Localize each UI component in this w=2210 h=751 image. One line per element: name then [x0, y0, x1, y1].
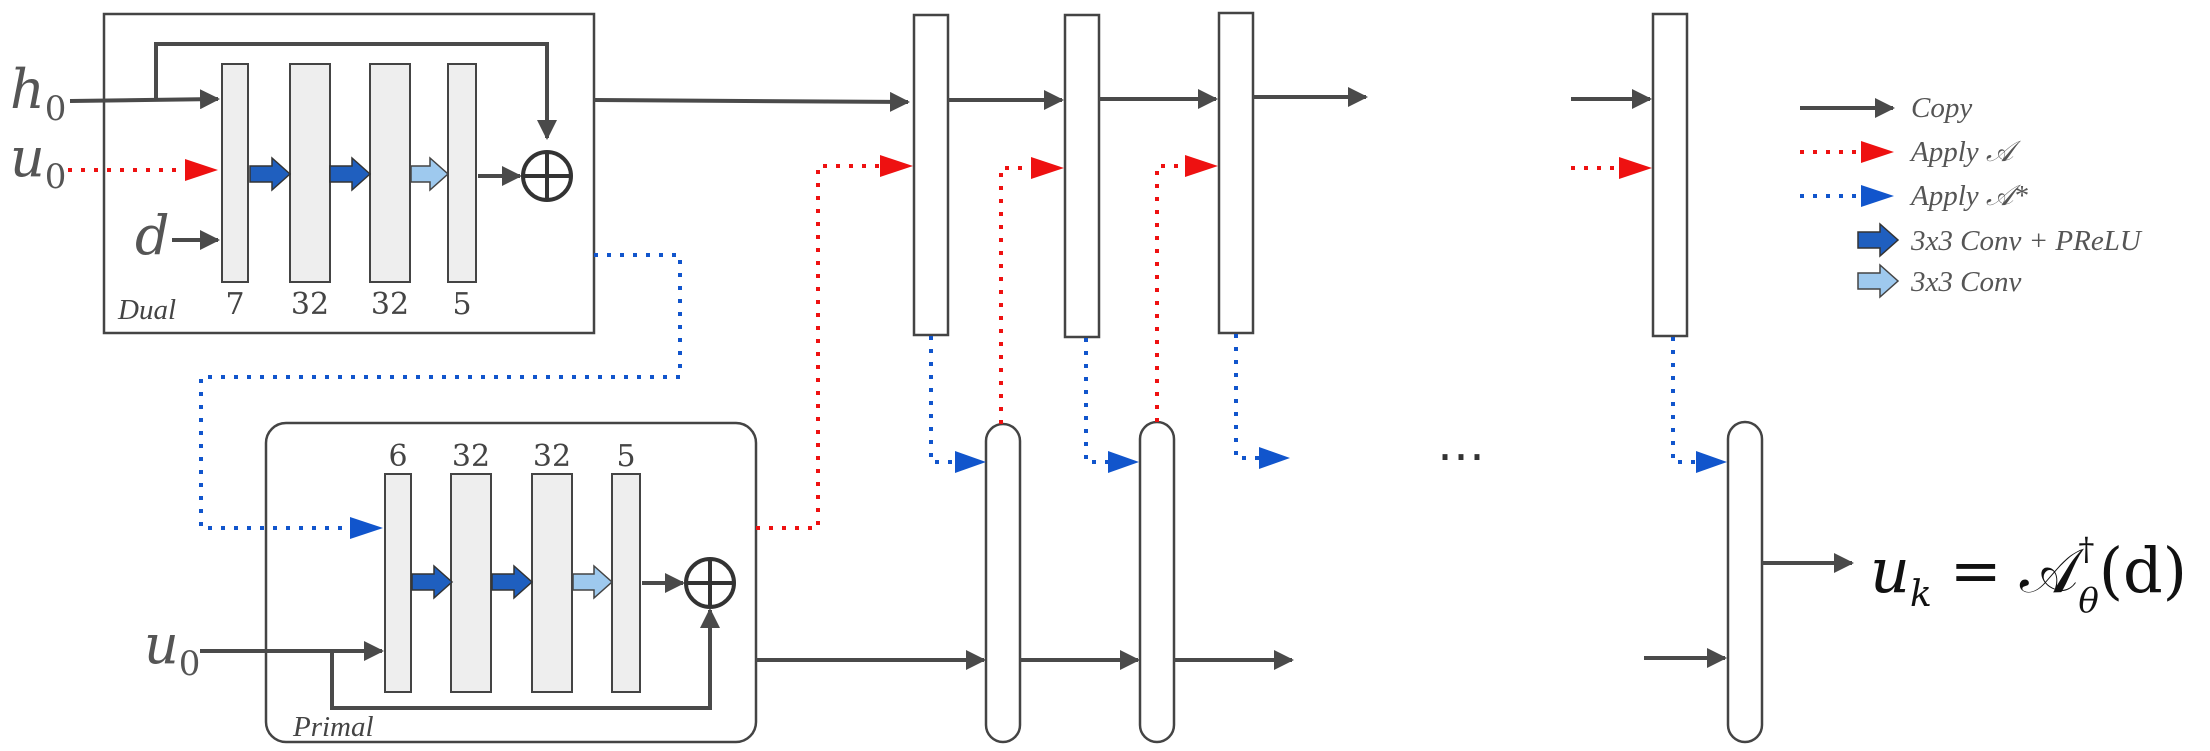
dual-layer-1 [221, 63, 249, 283]
apply-a-star-arrowhead-icon [1108, 451, 1139, 473]
dual-block-frame [102, 12, 596, 335]
dual-input-h0: h0 [10, 58, 66, 129]
dual-block-caption: Dual [117, 294, 176, 326]
apply-a-star-line-k [1671, 337, 1696, 464]
output-formula: uk=𝒜†θ(d) [1870, 530, 2187, 621]
apply-a-legend-arrowhead-icon [1861, 141, 1894, 163]
primal-sum-icon [684, 557, 736, 609]
conv-prelu-arrow-icon [249, 156, 292, 192]
apply-a-star-line-1 [929, 336, 955, 464]
dual-unit-3 [1217, 11, 1255, 335]
legend-label-copy: Copy [1911, 92, 1972, 124]
dual-layer-4 [447, 63, 477, 283]
legend-label-conv-prelu: 3x3 Conv + PReLU [1910, 225, 2143, 257]
dual-layer-2 [289, 63, 331, 283]
conv-prelu-arrow-icon [329, 156, 372, 192]
dual-unit-1 [912, 13, 950, 337]
apply-a-star-arrowhead-icon [1259, 447, 1290, 469]
primal-block: Primal 6 32 32 5 u0 [144, 421, 758, 744]
apply-a-arrowhead-icon [1185, 155, 1218, 177]
dual-sum-icon [521, 150, 573, 202]
primal-layer-4 [611, 473, 641, 693]
primal-channel-2: 32 [452, 439, 490, 474]
apply-a-arrowhead-icon [185, 159, 218, 181]
primal-channel-1: 6 [388, 439, 407, 474]
primal-layer-2 [450, 473, 492, 693]
conv-arrow-icon [1857, 263, 1900, 299]
apply-a-star-line-3 [1234, 334, 1259, 460]
primal-skip-connection [330, 608, 720, 710]
dual-h0-arrow [69, 89, 220, 110]
apply-a-arrowhead-icon [1619, 157, 1652, 179]
ellipsis: ⋯ [1437, 428, 1485, 484]
dual-to-primal-apply-a-star-line [199, 253, 682, 530]
dual-unit-k [1651, 12, 1689, 338]
conv-prelu-arrow-icon [411, 564, 454, 600]
conv-prelu-arrow-icon [1857, 222, 1900, 258]
apply-a-star-line-2 [1084, 338, 1108, 464]
primal-to-dual-apply-a-line [756, 164, 880, 530]
legend-label-apply-a-star: Apply 𝒜* [1909, 180, 2028, 212]
legend: Copy Apply 𝒜 Apply 𝒜* 3x3 Conv + PReLU 3… [1800, 92, 2143, 299]
dual-channel-4: 5 [452, 287, 471, 322]
dual-channel-1: 7 [225, 287, 244, 322]
dual-block: Dual 7 32 32 5 h0 u0 d [10, 12, 596, 335]
apply-a-line-1 [999, 166, 1031, 424]
primal-unit-2 [1138, 420, 1176, 744]
primal-input-u0: u0 [144, 613, 200, 684]
conv-arrow-icon [410, 156, 450, 192]
dual-input-u0: u0 [10, 126, 66, 197]
primal-block-caption: Primal [292, 711, 374, 743]
primal-block-frame [264, 421, 758, 744]
apply-a-star-arrowhead-icon [350, 517, 383, 539]
primal-layer-1 [384, 473, 412, 693]
dual-input-d: d [135, 204, 170, 267]
legend-label-apply-a: Apply 𝒜 [1909, 136, 2022, 168]
apply-a-arrowhead-icon [1031, 157, 1064, 179]
dual-skip-connection [154, 42, 557, 140]
apply-a-star-arrowhead-icon [955, 451, 986, 473]
dual-channel-3: 32 [371, 287, 409, 322]
primal-unit-k [1726, 420, 1764, 744]
primal-channel-4: 5 [616, 439, 635, 474]
conv-prelu-arrow-icon [491, 564, 534, 600]
legend-label-conv: 3x3 Conv [1910, 266, 2021, 298]
apply-a-line-2 [1155, 164, 1185, 422]
primal-unit-1 [984, 422, 1022, 744]
dual-output-arrow [593, 91, 910, 112]
dual-channel-2: 32 [291, 287, 329, 322]
primal-channel-3: 32 [533, 439, 571, 474]
primal-layer-3 [531, 473, 573, 693]
apply-a-arrowhead-icon [880, 155, 913, 177]
dual-layer-3 [369, 63, 411, 283]
dual-unit-2 [1063, 13, 1101, 339]
conv-arrow-icon [572, 564, 614, 600]
apply-a-star-legend-arrowhead-icon [1861, 185, 1894, 207]
apply-a-star-arrowhead-icon [1696, 451, 1727, 473]
unrolled-iterations: ⋯ [912, 11, 1854, 744]
